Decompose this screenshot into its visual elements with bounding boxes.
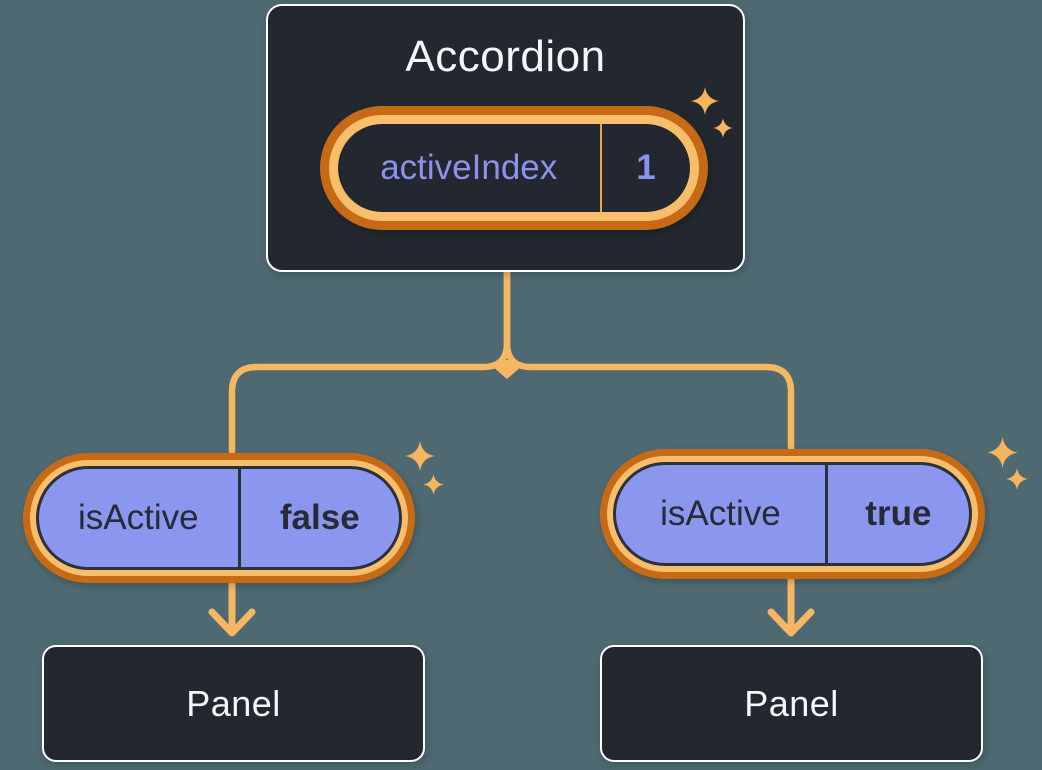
accordion-card: Accordion activeIndex 1	[266, 4, 745, 272]
prop-pill-inner-ring: isActive true	[607, 456, 978, 572]
prop-value: true	[865, 494, 932, 533]
sparkle-icon	[691, 87, 719, 115]
state-label: activeIndex	[380, 148, 558, 187]
arrow-down-icon	[208, 578, 256, 637]
prop-pill-core: isActive true	[613, 462, 972, 566]
arrow-down-icon	[767, 575, 815, 637]
panel-card-left: Panel	[42, 645, 425, 762]
prop-label: isActive	[660, 494, 781, 533]
edge-left	[228, 271, 511, 458]
state-value: 1	[636, 148, 656, 187]
accordion-title: Accordion	[405, 32, 606, 81]
prop-value: false	[279, 498, 360, 537]
sparkle-icon	[987, 437, 1018, 468]
sparkle-icon	[713, 118, 733, 138]
panel-title: Panel	[744, 682, 839, 724]
panel-title: Panel	[186, 682, 281, 724]
state-pill-core: activeIndex 1	[338, 124, 690, 212]
state-pill-inner-ring: activeIndex 1	[329, 115, 699, 221]
sparkle-icon	[1006, 468, 1028, 490]
state-pill-divider	[599, 124, 602, 212]
prop-label: isActive	[78, 498, 199, 537]
prop-pill-core: isActive false	[36, 466, 402, 570]
panel-card-right: Panel	[600, 645, 983, 762]
sparkle-icon	[405, 441, 435, 471]
sparkle-icon	[423, 474, 444, 495]
state-pill-activeindex: activeIndex 1	[320, 106, 708, 230]
edge-junction-tip	[492, 360, 522, 379]
prop-pill-inner-ring: isActive false	[30, 460, 408, 576]
edge-right	[503, 271, 795, 458]
prop-pill-isactive-true: isActive true	[600, 449, 985, 579]
prop-pill-isactive-false: isActive false	[23, 453, 415, 583]
